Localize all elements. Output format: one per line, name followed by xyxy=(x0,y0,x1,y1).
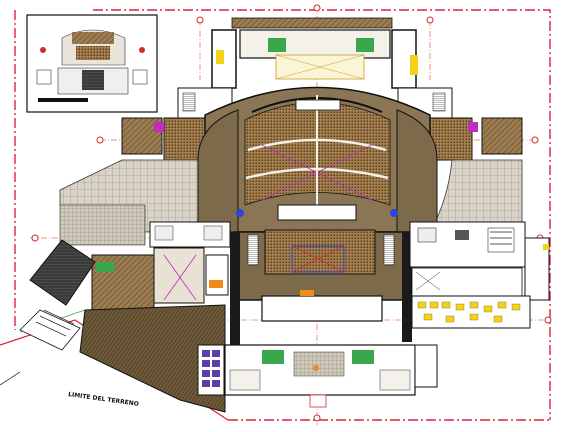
lot-boundary-label: LIMITE DEL TERRENO xyxy=(68,391,139,408)
stage-tower xyxy=(177,17,453,119)
key-plan-inset xyxy=(26,14,158,113)
lower-left-roof xyxy=(19,239,226,413)
auditorium xyxy=(197,86,438,233)
bottom-services xyxy=(197,344,438,408)
right-service-wing xyxy=(409,221,550,329)
tiled-plazas xyxy=(59,159,523,246)
left-lobby xyxy=(91,221,231,311)
stage xyxy=(230,229,412,352)
